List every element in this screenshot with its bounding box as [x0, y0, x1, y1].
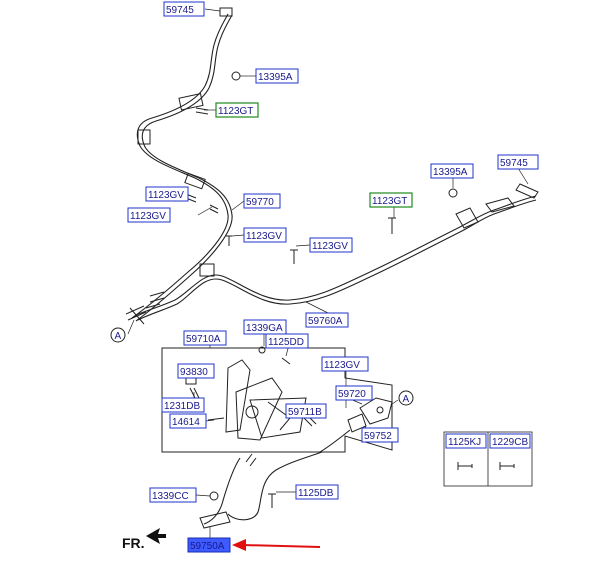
front-direction-indicator: FR. — [122, 528, 166, 551]
label-59770: 59770 — [243, 193, 281, 209]
svg-text:1231DB: 1231DB — [164, 401, 200, 412]
svg-text:59711B: 59711B — [288, 407, 322, 418]
svg-text:FR.: FR. — [122, 535, 145, 551]
svg-text:1123GT: 1123GT — [372, 196, 407, 207]
label-93830: 93830 — [177, 363, 215, 379]
label-14614: 14614 — [169, 413, 207, 429]
svg-text:59760A: 59760A — [308, 316, 343, 327]
label-59750A-highlighted: 59750A — [187, 537, 231, 553]
front-arrow-icon — [146, 528, 166, 544]
label-1229CB: 1229CB — [489, 433, 531, 449]
svg-text:59745: 59745 — [500, 158, 528, 169]
lower-cable — [199, 451, 323, 529]
svg-text:1123GV: 1123GV — [312, 241, 348, 252]
label-1123GT-right: 1123GT — [369, 192, 413, 208]
svg-text:1229CB: 1229CB — [492, 437, 528, 448]
svg-text:1123GV: 1123GV — [130, 211, 166, 222]
svg-text:13395A: 13395A — [258, 72, 293, 83]
label-1123GV-c: 1123GV — [243, 227, 287, 243]
svg-text:1339CC: 1339CC — [152, 491, 189, 502]
label-13395A-top: 13395A — [255, 68, 299, 84]
svg-text:1123GV: 1123GV — [246, 231, 282, 242]
svg-text:1125KJ: 1125KJ — [448, 437, 481, 448]
svg-text:59745: 59745 — [166, 5, 194, 16]
label-1125KJ: 1125KJ — [445, 433, 487, 449]
label-1123GV-a: 1123GV — [145, 186, 189, 202]
label-1123GT-top: 1123GT — [215, 102, 259, 118]
svg-text:59770: 59770 — [246, 197, 274, 208]
connector-a-left: A — [110, 327, 126, 343]
label-59745-right: 59745 — [497, 154, 539, 170]
label-1125DB: 1125DB — [295, 484, 339, 500]
fastener-legend — [443, 431, 533, 487]
right-cable — [135, 195, 537, 321]
svg-text:59752: 59752 — [364, 431, 392, 442]
label-13395A-right: 13395A — [430, 163, 474, 179]
svg-text:A: A — [403, 394, 410, 405]
label-59752: 59752 — [361, 427, 399, 443]
svg-text:1123GV: 1123GV — [148, 190, 184, 201]
svg-text:13395A: 13395A — [433, 167, 468, 178]
red-pointer-arrow — [232, 539, 321, 551]
svg-text:1123GT: 1123GT — [218, 106, 253, 117]
label-59711B: 59711B — [285, 403, 327, 419]
leader-lines — [127, 8, 529, 538]
label-1339GA: 1339GA — [243, 319, 287, 335]
label-1125DD: 1125DD — [265, 333, 309, 349]
svg-text:1339GA: 1339GA — [246, 323, 283, 334]
svg-text:1125DB: 1125DB — [298, 488, 334, 499]
upper-left-cable — [125, 7, 233, 325]
lever-assembly-panel — [161, 346, 393, 453]
svg-text:1125DD: 1125DD — [268, 337, 304, 348]
svg-text:93830: 93830 — [180, 367, 208, 378]
label-1123GV-b: 1123GV — [127, 207, 171, 223]
fasteners — [185, 71, 539, 264]
svg-text:1123GV: 1123GV — [324, 360, 360, 371]
label-59720: 59720 — [335, 385, 373, 401]
svg-text:59720: 59720 — [338, 389, 366, 400]
label-1231DB: 1231DB — [161, 397, 205, 413]
label-59710A: 59710A — [183, 330, 227, 346]
svg-text:A: A — [115, 331, 122, 342]
svg-text:14614: 14614 — [172, 417, 200, 428]
label-59745-top: 59745 — [163, 1, 205, 17]
label-1339CC: 1339CC — [149, 487, 197, 503]
label-1123GV-e: 1123GV — [321, 356, 369, 372]
svg-text:59710A: 59710A — [186, 334, 221, 345]
label-1123GV-d: 1123GV — [309, 237, 353, 253]
svg-text:59750A: 59750A — [190, 541, 225, 552]
connector-a-right: A — [398, 390, 414, 406]
label-59760A: 59760A — [305, 312, 349, 328]
